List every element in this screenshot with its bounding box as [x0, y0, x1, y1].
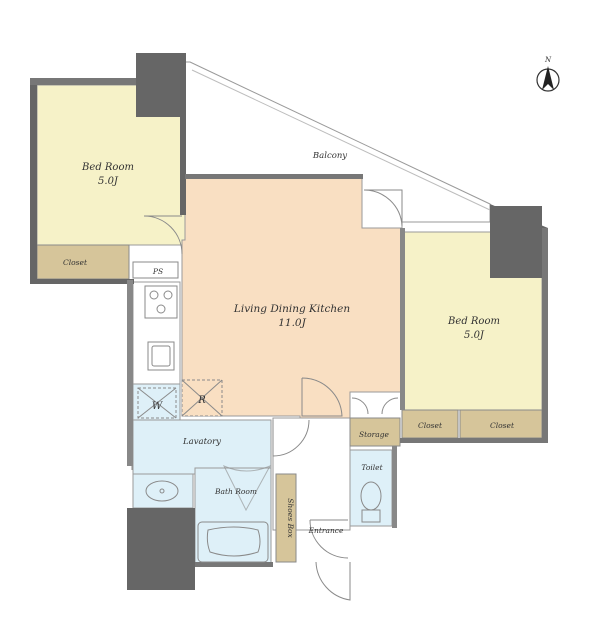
basin-icon — [145, 480, 179, 502]
closet-left-label: Closet — [63, 258, 88, 267]
basin-area — [132, 473, 194, 509]
door-swings — [131, 189, 403, 601]
bath-room-floor — [194, 467, 272, 565]
wall-column-top — [136, 53, 186, 117]
bath-room-label: Bath Room — [214, 487, 257, 496]
shoes-box-label: Shoes Box — [286, 498, 295, 538]
north-arrow-icon: N — [536, 56, 560, 92]
bathtub-icon — [197, 521, 269, 563]
washer-icon — [137, 387, 177, 419]
wall-kitchen-left — [127, 280, 133, 466]
lavatory-label: Lavatory — [182, 437, 221, 447]
kitchen-strip — [132, 281, 181, 385]
ps-shaft — [132, 261, 179, 279]
shoes-box — [275, 473, 297, 563]
wall-left-outer — [30, 78, 37, 283]
closet-left — [36, 244, 130, 280]
storage — [349, 417, 401, 447]
washer-label: W — [152, 401, 163, 412]
storage-label: Storage — [359, 430, 390, 439]
bedroom-right-size: 5.0J — [464, 330, 485, 341]
refrigerator-label: R — [197, 395, 206, 406]
closet-right-a-label: Closet — [418, 421, 443, 430]
ps-label: PS — [152, 267, 163, 276]
toilet-icon — [360, 481, 382, 523]
toilet-floor — [349, 449, 393, 527]
wall-bedroom-right-bottom — [400, 438, 548, 443]
closet-right-b-label: Closet — [490, 421, 515, 430]
balcony-railing — [191, 69, 491, 211]
ldk-name: Living Dining Kitchen — [233, 303, 350, 315]
wall-toilet-right — [392, 446, 397, 528]
wall-bath-bottom — [195, 562, 273, 567]
wall-column-bottom — [127, 508, 195, 590]
closet-right-b — [459, 409, 543, 439]
refrigerator-icon — [181, 379, 223, 417]
bedroom-right-name: Bed Room — [447, 316, 500, 327]
wall-bedroom-left-top — [30, 78, 136, 85]
ldk-size: 11.0J — [278, 317, 306, 329]
bedroom-left-size: 5.0J — [98, 176, 119, 187]
bedroom-left-name: Bed Room — [81, 162, 134, 173]
sink-icon — [147, 341, 175, 371]
wall-bedroom-right-outer — [542, 228, 548, 442]
entrance-label: Entrance — [308, 526, 344, 535]
wall-ldk-right — [400, 228, 405, 410]
wall-bedroom-left-right — [180, 115, 186, 215]
stove-icon — [144, 285, 178, 319]
wall-ldk-top — [185, 174, 363, 179]
wall-closet-left-bottom — [30, 279, 134, 284]
wall-column-right-block — [490, 206, 542, 278]
compass-label: N — [544, 56, 552, 64]
lavatory-floor — [132, 419, 272, 475]
toilet-label: Toilet — [361, 463, 383, 472]
balcony-label: Balcony — [312, 151, 347, 161]
